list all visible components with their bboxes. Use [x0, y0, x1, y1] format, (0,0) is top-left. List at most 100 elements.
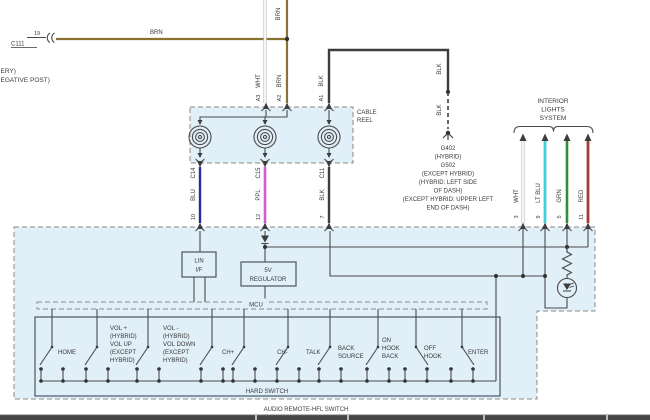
- battery-feed-connector: 19 C111 BRN ERY) EGATIVE POST): [1, 30, 163, 84]
- svg-text:(HYBRID): (HYBRID): [110, 334, 137, 340]
- connector-id: C111: [11, 42, 25, 48]
- svg-text:(EXCEPT: (EXCEPT: [110, 350, 136, 356]
- svg-text:ON: ON: [382, 338, 391, 344]
- inline-connector-icon: [46, 32, 55, 43]
- lin-if-block: LIN I/F: [181, 251, 217, 302]
- svg-text:BACK: BACK: [382, 354, 398, 360]
- svg-text:G402: G402: [441, 146, 456, 152]
- svg-text:5V: 5V: [264, 268, 271, 274]
- svg-text:LT BLU: LT BLU: [536, 183, 542, 203]
- pin-a2-label: A2: [277, 95, 283, 102]
- svg-text:VOL DOWN: VOL DOWN: [163, 342, 195, 348]
- svg-text:LIN: LIN: [194, 259, 203, 265]
- pin-number: 19: [34, 31, 40, 37]
- switch-home: HOME: [39, 309, 76, 383]
- svg-text:HOOK: HOOK: [382, 346, 400, 352]
- svg-text:OF DASH): OF DASH): [434, 189, 463, 195]
- svg-text:5: 5: [557, 215, 563, 218]
- arrow-up-icon: [584, 133, 592, 141]
- brn-label-top: BRN: [276, 8, 282, 21]
- svg-text:10: 10: [191, 214, 197, 220]
- svg-text:12: 12: [256, 214, 262, 220]
- svg-text:VOL +: VOL +: [110, 326, 127, 332]
- svg-text:RED: RED: [579, 189, 585, 202]
- svg-text:(HYBRID): (HYBRID): [163, 334, 190, 340]
- svg-text:TALK: TALK: [306, 350, 321, 356]
- svg-text:INTERIOR: INTERIOR: [537, 98, 568, 105]
- blk-wire-ground-branch: [327, 48, 454, 140]
- svg-text:CH-: CH-: [277, 350, 288, 356]
- brn-wire: [56, 0, 290, 103]
- svg-text:VOL -: VOL -: [163, 326, 178, 332]
- interior-input-labels: WHT 3 LT BLU 9 GRN 5 RED 11: [514, 183, 585, 220]
- svg-text:C15: C15: [256, 167, 262, 179]
- cable-reel: CABLE REEL: [188, 102, 377, 168]
- reel-output-labels: C14 BLU 10 C15 PPL 12 C11 BLK 7: [191, 167, 326, 220]
- svg-text:BLK: BLK: [320, 189, 326, 200]
- blk-label-ground-2: BLK: [437, 104, 443, 115]
- led-icon: [556, 277, 578, 299]
- svg-text:(HYBRID): (HYBRID): [435, 155, 462, 161]
- hard-switch-box: [34, 316, 501, 397]
- svg-text:C11: C11: [320, 167, 326, 178]
- svg-text:(HYBRID: LEFT SIDE: (HYBRID: LEFT SIDE: [419, 180, 477, 186]
- clipped-negative-post-text: EGATIVE POST): [1, 77, 50, 84]
- wire-color-label: BRN: [150, 30, 163, 36]
- arrow-up-icon: [519, 133, 527, 141]
- interior-lights-system: INTERIOR LIGHTS SYSTEM: [513, 98, 594, 141]
- svg-text:REGULATOR: REGULATOR: [250, 277, 287, 283]
- switch-vol-down: VOL - (HYBRID) VOL DOWN (EXCEPT HYBRID): [135, 309, 195, 383]
- svg-text:HYBRID): HYBRID): [110, 358, 135, 364]
- svg-text:CH+: CH+: [222, 350, 235, 356]
- svg-text:9: 9: [536, 215, 542, 218]
- svg-text:GRN: GRN: [557, 189, 563, 202]
- cable-reel-box-fill: [190, 107, 353, 163]
- switch-ch-minus: CH-: [231, 309, 288, 383]
- svg-text:BACK: BACK: [338, 346, 354, 352]
- svg-text:VOL UP: VOL UP: [110, 342, 132, 348]
- switch-talk: TALK: [275, 309, 321, 383]
- svg-text:(EXCEPT: (EXCEPT: [163, 350, 189, 356]
- svg-text:HYBRID): HYBRID): [163, 358, 188, 364]
- blk-label: BLK: [319, 75, 325, 86]
- blk-label-ground-1: BLK: [437, 63, 443, 74]
- mcu-block: MCU: [36, 298, 488, 310]
- svg-text:C14: C14: [191, 167, 197, 179]
- svg-text:PPL: PPL: [256, 189, 262, 201]
- svg-text:SOURCE: SOURCE: [338, 354, 364, 360]
- ground-location-text: G402 (HYBRID) G502 (EXCEPT HYBRID) (HYBR…: [403, 146, 494, 212]
- switch-vol-up: VOL + (HYBRID) VOL UP (EXCEPT HYBRID): [84, 309, 137, 383]
- svg-text:(EXCEPT HYBRID: UPPER LEFT: (EXCEPT HYBRID: UPPER LEFT: [403, 197, 494, 203]
- resistor-icon: [561, 247, 573, 279]
- pin-a1-label: A1: [319, 95, 325, 102]
- svg-text:END OF DASH): END OF DASH): [426, 206, 469, 212]
- svg-text:HOOK: HOOK: [424, 354, 442, 360]
- svg-text:MCU: MCU: [249, 303, 263, 309]
- svg-text:OFF: OFF: [424, 346, 436, 352]
- switch-back-source: BACK SOURCE: [317, 309, 364, 383]
- audio-remote-hfl-switch-module: LIN I/F 5V REGULATOR MCU HARD SWITCH: [13, 222, 596, 400]
- clipped-battery-text: ERY): [1, 68, 16, 75]
- taskbar[interactable]: [0, 414, 650, 420]
- svg-text:11: 11: [579, 214, 585, 220]
- svg-text:WHT: WHT: [514, 189, 520, 203]
- svg-text:3: 3: [514, 215, 520, 218]
- switch-ch-plus: CH+: [199, 309, 235, 383]
- brn-label: BRN: [277, 75, 283, 88]
- svg-text:REEL: REEL: [357, 118, 373, 124]
- coil-icon: [188, 125, 212, 149]
- module-label: AUDIO REMOTE-HFL SWITCH: [264, 407, 349, 413]
- svg-text:7: 7: [320, 215, 326, 218]
- hard-switch-label: HARD SWITCH: [246, 389, 288, 395]
- svg-text:(EXCEPT HYBRID): (EXCEPT HYBRID): [422, 172, 474, 178]
- arrow-up-icon: [563, 133, 571, 141]
- svg-text:BLU: BLU: [191, 189, 197, 201]
- taskbar-separator: [347, 415, 349, 420]
- audio-remote-hfl-switch-box-fill: [14, 227, 595, 399]
- wht-label: WHT: [256, 74, 262, 88]
- taskbar-separator: [606, 415, 608, 420]
- arrow-up-icon: [541, 133, 549, 141]
- svg-text:HOME: HOME: [58, 350, 76, 356]
